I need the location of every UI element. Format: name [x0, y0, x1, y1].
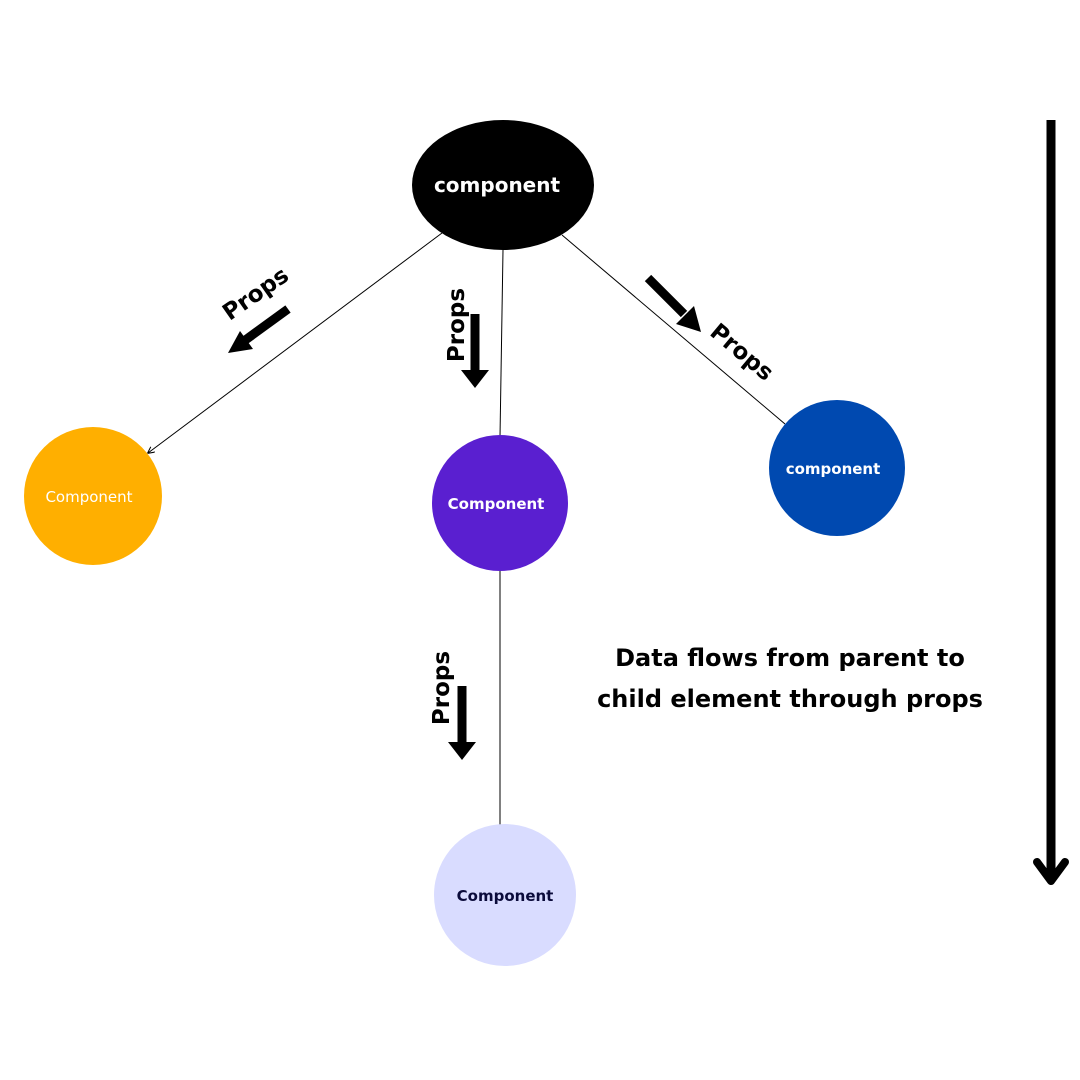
edge-root-to-right	[561, 234, 786, 425]
middle-component-label: Component	[448, 495, 545, 513]
props-label-right: Props	[705, 319, 779, 387]
props-arrow-left-icon	[228, 305, 291, 353]
props-arrow-lower-icon	[448, 686, 476, 760]
bottom-component-label: Component	[457, 887, 554, 905]
left-component-node	[24, 427, 162, 565]
edge-root-to-left	[148, 232, 443, 453]
props-label-lower: Props	[429, 651, 455, 725]
root-component-node	[412, 120, 594, 250]
props-arrow-right-icon	[644, 274, 701, 332]
right-component-label: component	[786, 460, 881, 478]
root-component-label: component	[434, 173, 561, 197]
left-component-label: Component	[45, 488, 132, 506]
caption-line-1: Data flows from parent to	[615, 644, 965, 672]
middle-component-node	[432, 435, 568, 571]
data-flow-down-arrow-icon	[1033, 120, 1069, 885]
edge-root-to-middle	[499, 249, 504, 438]
right-component-node	[769, 400, 905, 536]
props-arrow-middle-icon	[461, 314, 489, 388]
bottom-component-node	[434, 824, 576, 966]
data-flow-caption: Data flows from parent to child element …	[575, 638, 1005, 720]
caption-line-2: child element through props	[597, 685, 983, 713]
props-label-middle: Props	[444, 288, 470, 362]
